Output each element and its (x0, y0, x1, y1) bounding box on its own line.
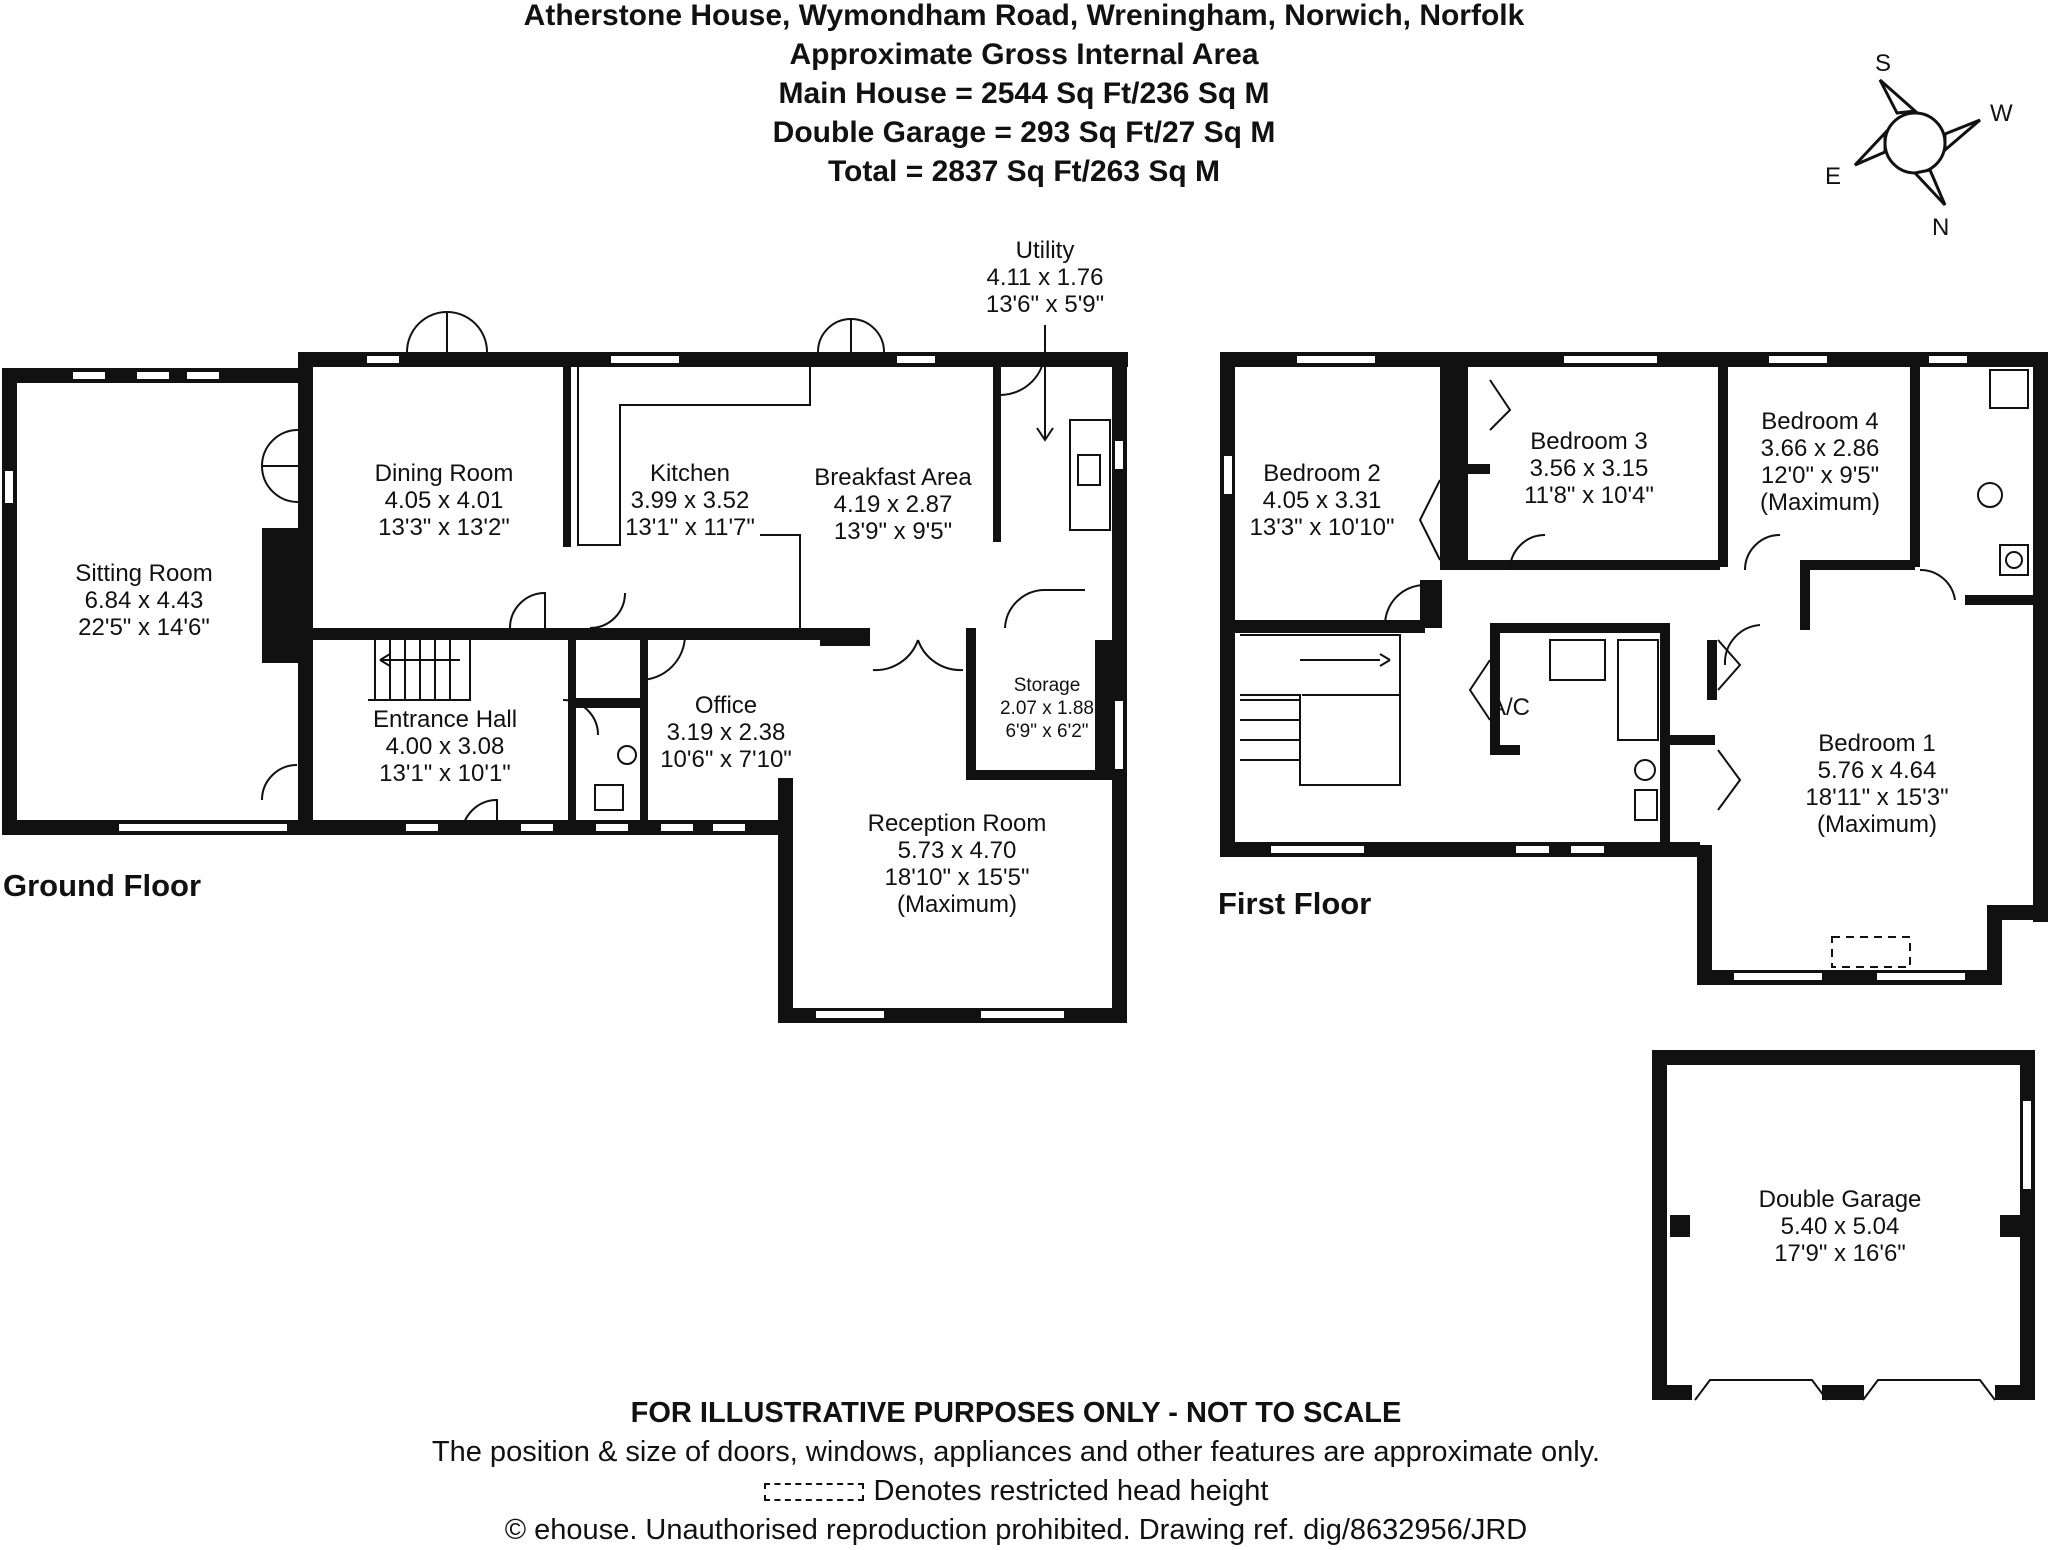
room-double-garage: Double Garage 5.40 x 5.04 17'9" x 16'6" (1759, 1186, 1922, 1267)
compass-n: N (1932, 214, 1950, 241)
room-name: Sitting Room (75, 560, 213, 587)
first-floor-label: First Floor (1218, 886, 1372, 921)
room-imperial: 18'10" x 15'5" (884, 864, 1030, 891)
room-breakfast: Breakfast Area 4.19 x 2.87 13'9" x 9'5" (814, 464, 971, 545)
room-imperial: 13'9" x 9'5" (833, 518, 953, 545)
room-note: (Maximum) (1760, 489, 1880, 516)
compass-w: W (1990, 100, 2013, 127)
room-imperial: 17'9" x 16'6" (1774, 1240, 1906, 1267)
room-metric: 3.99 x 3.52 (630, 487, 750, 514)
room-imperial: 13'1" x 10'1" (379, 760, 511, 787)
room-metric: 3.66 x 2.86 (1760, 435, 1880, 462)
room-name: Kitchen (649, 460, 731, 487)
room-office: Office 3.19 x 2.38 10'6" x 7'10" (660, 692, 792, 773)
room-metric: 4.05 x 3.31 (1262, 487, 1382, 514)
room-reception: Reception Room 5.73 x 4.70 18'10" x 15'5… (868, 810, 1047, 918)
total-area: Total = 2837 Sq Ft/263 Sq M (827, 155, 1221, 188)
room-sitting: Sitting Room 6.84 x 4.43 22'5" x 14'6" (75, 560, 212, 641)
room-imperial: 13'3" x 10'10" (1249, 514, 1395, 541)
room-imperial: 13'3" x 13'2" (378, 514, 510, 541)
room-metric: 4.19 x 2.87 (833, 491, 953, 518)
room-note: (Maximum) (1816, 811, 1937, 838)
room-imperial: 11'8" x 10'4" (1524, 482, 1654, 509)
main-house-area: Main House = 2544 Sq Ft/236 Sq M (778, 77, 1270, 110)
room-imperial: 13'6" x 5'9" (985, 291, 1105, 318)
room-kitchen: Kitchen 3.99 x 3.52 13'1" x 11'7" (625, 460, 755, 541)
room-metric: 3.56 x 3.15 (1529, 455, 1649, 482)
room-ac: A/C (1490, 694, 1530, 721)
room-bedroom-4: Bedroom 4 3.66 x 2.86 12'0" x 9'5" (Maxi… (1760, 408, 1880, 516)
room-bedroom-2: Bedroom 2 4.05 x 3.31 13'3" x 10'10" (1250, 460, 1395, 541)
legend-row: Denotes restricted head height (0, 1472, 2040, 1511)
compass-rose (1853, 78, 1981, 207)
room-metric: 4.05 x 4.01 (384, 487, 504, 514)
disclaimer: FOR ILLUSTRATIVE PURPOSES ONLY - NOT TO … (630, 1397, 1402, 1429)
room-name: Entrance Hall (372, 706, 518, 733)
copyright: © ehouse. Unauthorised reproduction proh… (504, 1514, 1528, 1546)
restricted-head-height-icon (763, 1483, 864, 1502)
room-storage: Storage 2.07 x 1.88 6'9" x 6'2" (1000, 674, 1094, 743)
room-imperial: 22'5" x 14'6" (78, 614, 210, 641)
room-name: Utility (1015, 237, 1075, 264)
room-imperial: 13'1" x 11'7" (625, 514, 755, 541)
room-name: Bedroom 2 (1263, 460, 1381, 487)
room-bedroom-1: Bedroom 1 5.76 x 4.64 18'11" x 15'3" (Ma… (1805, 730, 1948, 838)
room-dining: Dining Room 4.05 x 4.01 13'3" x 13'2" (375, 460, 514, 541)
room-name: Storage (1013, 675, 1081, 696)
room-note: (Maximum) (896, 891, 1017, 918)
room-name: Bedroom 1 (1818, 730, 1936, 757)
room-metric: 4.11 x 1.76 (986, 264, 1104, 291)
room-metric: 5.73 x 4.70 (897, 837, 1017, 864)
room-metric: 3.19 x 2.38 (666, 719, 786, 746)
garage-area: Double Garage = 293 Sq Ft/27 Sq M (772, 116, 1276, 149)
approximation-note: The position & size of doors, windows, a… (431, 1436, 1601, 1468)
room-name: Bedroom 3 (1530, 428, 1648, 455)
room-name: Office (694, 692, 758, 719)
compass-s: S (1875, 50, 1892, 77)
room-name: Reception Room (867, 810, 1047, 837)
room-imperial: 18'11" x 15'3" (1805, 784, 1949, 811)
room-bedroom-3: Bedroom 3 3.56 x 3.15 11'8" x 10'4" (1524, 428, 1654, 509)
room-utility: Utility 4.11 x 1.76 13'6" x 5'9" (986, 237, 1104, 318)
room-metric: 5.76 x 4.64 (1817, 757, 1937, 784)
room-name: A/C (1489, 694, 1531, 721)
room-imperial: 10'6" x 7'10" (660, 746, 792, 773)
address-title: Atherstone House, Wymondham Road, Wrenin… (523, 0, 1525, 32)
room-name: Dining Room (374, 460, 514, 487)
room-name: Bedroom 4 (1761, 408, 1879, 435)
room-name: Breakfast Area (814, 464, 972, 491)
room-entrance-hall: Entrance Hall 4.00 x 3.08 13'1" x 10'1" (373, 706, 517, 787)
room-metric: 6.84 x 4.43 (84, 587, 204, 614)
area-title: Approximate Gross Internal Area (789, 38, 1259, 71)
room-metric: 2.07 x 1.88 (999, 698, 1095, 719)
room-imperial: 12'0" x 9'5" (1760, 462, 1880, 489)
room-imperial: 6'9" x 6'2" (1005, 721, 1089, 742)
legend-text: Denotes restricted head height (873, 1475, 1269, 1507)
ground-floor-label: Ground Floor (3, 868, 202, 903)
room-metric: 4.00 x 3.08 (385, 733, 505, 760)
compass-e: E (1825, 163, 1842, 190)
room-name: Double Garage (1758, 1186, 1922, 1213)
room-metric: 5.40 x 5.04 (1780, 1213, 1900, 1240)
